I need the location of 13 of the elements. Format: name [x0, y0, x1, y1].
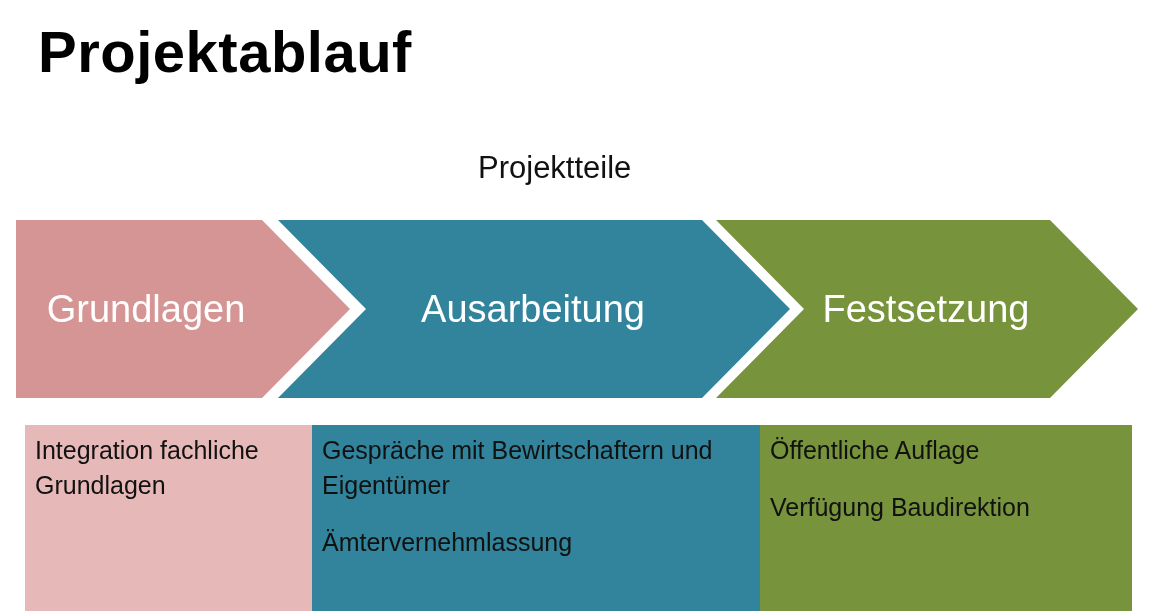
task-panel	[312, 425, 760, 611]
task-text: Gespräche mit Bewirtschaftern und Eigentümer	[322, 435, 714, 501]
task-text: Ämtervernehmlassung	[322, 527, 574, 558]
task-text: Verfügung Baudirektion	[770, 492, 1031, 523]
task-text: Integration fachliche Grundlagen	[35, 435, 260, 501]
phase-label: Grundlagen	[46, 287, 246, 331]
page-title: Projektablauf	[38, 18, 412, 85]
section-heading: Projektteile	[478, 150, 632, 186]
task-panel	[25, 425, 312, 611]
task-text: Öffentliche Auflage	[770, 435, 981, 466]
phase-label: Festsetzung	[822, 287, 1030, 331]
phase-label: Ausarbeitung	[421, 287, 645, 331]
task-panel	[760, 425, 1132, 611]
